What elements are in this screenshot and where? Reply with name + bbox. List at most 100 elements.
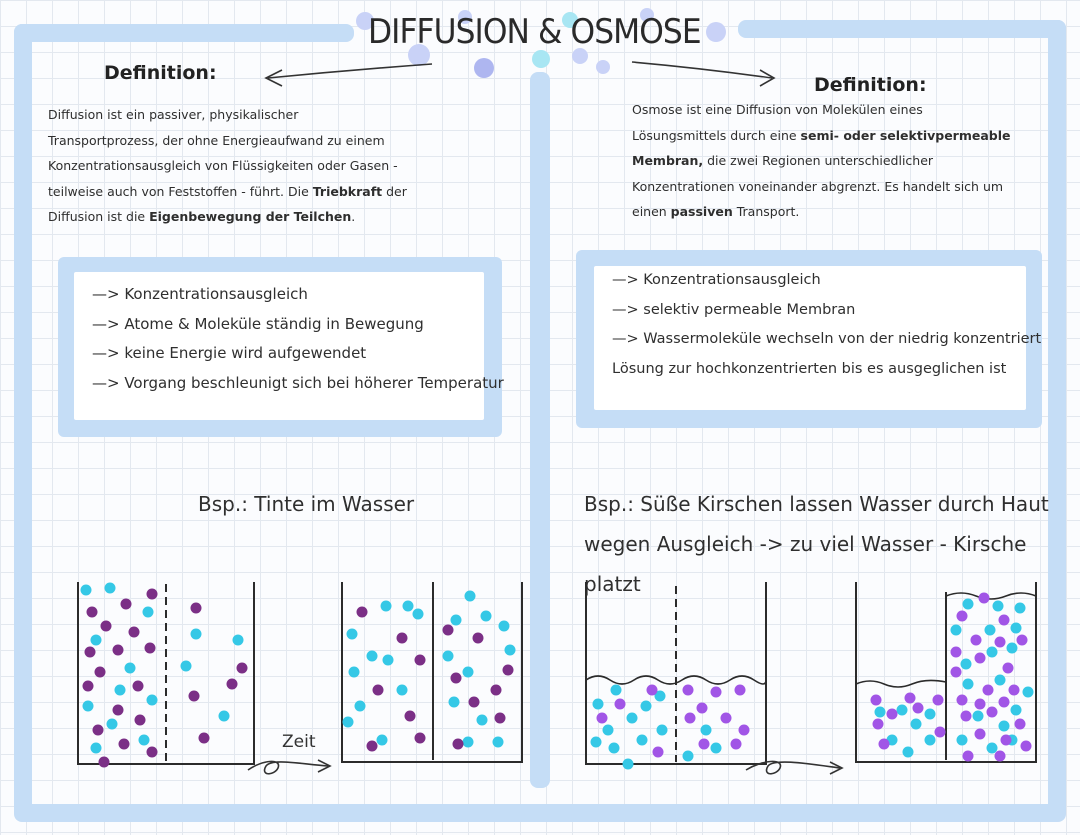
molecule-dot bbox=[932, 694, 944, 706]
text-span: der bbox=[382, 183, 407, 199]
molecule-dot bbox=[610, 684, 622, 696]
molecule-dot bbox=[986, 706, 998, 718]
molecule-dot bbox=[956, 734, 968, 746]
title-dot bbox=[562, 12, 578, 28]
molecule-dot bbox=[870, 694, 882, 706]
molecule-dot bbox=[1008, 684, 1020, 696]
text-line: Diffusion ist die Eigenbewegung der Teil… bbox=[48, 204, 488, 230]
molecule-layer bbox=[80, 582, 1034, 770]
molecule-dot bbox=[468, 696, 480, 708]
molecule-dot bbox=[480, 610, 492, 622]
molecule-dot bbox=[112, 644, 124, 656]
molecule-dot bbox=[414, 732, 426, 744]
molecule-dot bbox=[1014, 718, 1026, 730]
bullet-item: —> selektiv permeable Membran bbox=[612, 301, 856, 318]
molecule-dot bbox=[226, 678, 238, 690]
molecule-dot bbox=[682, 750, 694, 762]
title-dot bbox=[596, 60, 610, 74]
molecule-dot bbox=[490, 684, 502, 696]
molecule-dot bbox=[636, 734, 648, 746]
molecule-dot bbox=[146, 694, 158, 706]
molecule-dot bbox=[962, 750, 974, 762]
molecule-dot bbox=[998, 614, 1010, 626]
example-line: Bsp.: Süße Kirschen lassen Wasser durch … bbox=[584, 492, 1049, 516]
molecule-dot bbox=[138, 734, 150, 746]
molecule-dot bbox=[346, 628, 358, 640]
diffusion-definition-heading: Definition: bbox=[104, 62, 217, 84]
molecule-dot bbox=[970, 634, 982, 646]
molecule-dot bbox=[132, 680, 144, 692]
molecule-dot bbox=[80, 584, 92, 596]
text-line: einen passiven Transport. bbox=[632, 199, 1032, 225]
molecule-dot bbox=[476, 714, 488, 726]
molecule-dot bbox=[622, 758, 634, 770]
molecule-dot bbox=[590, 736, 602, 748]
molecule-dot bbox=[124, 662, 136, 674]
molecule-dot bbox=[608, 742, 620, 754]
molecule-dot bbox=[494, 712, 506, 724]
frame-top-right bbox=[738, 20, 1066, 38]
molecule-dot bbox=[872, 718, 884, 730]
molecule-dot bbox=[596, 712, 608, 724]
beaker-osmosis-after bbox=[855, 582, 1037, 763]
beaker-osmosis-before bbox=[585, 582, 767, 765]
molecule-dot bbox=[652, 746, 664, 758]
molecule-dot bbox=[710, 686, 722, 698]
molecule-dot bbox=[654, 690, 666, 702]
molecule-dot bbox=[874, 706, 886, 718]
molecule-dot bbox=[684, 712, 696, 724]
molecule-dot bbox=[236, 662, 248, 674]
molecule-dot bbox=[960, 658, 972, 670]
molecule-dot bbox=[502, 664, 514, 676]
frame-left bbox=[14, 24, 32, 820]
osmosis-bullets: —> Konzentrationsausgleich —> selektiv p… bbox=[612, 266, 1041, 384]
molecule-dot bbox=[366, 740, 378, 752]
molecule-dot bbox=[356, 606, 368, 618]
molecule-dot bbox=[1020, 740, 1032, 752]
molecule-dot bbox=[462, 736, 474, 748]
molecule-dot bbox=[1000, 734, 1012, 746]
molecule-dot bbox=[910, 718, 922, 730]
frame-right bbox=[1048, 20, 1066, 820]
molecule-dot bbox=[442, 650, 454, 662]
molecule-dot bbox=[402, 600, 414, 612]
molecule-dot bbox=[656, 724, 668, 736]
text-span: Transport. bbox=[732, 204, 800, 219]
molecule-dot bbox=[448, 696, 460, 708]
molecule-dot bbox=[144, 642, 156, 654]
molecule-dot bbox=[464, 590, 476, 602]
bullet-item: —> keine Energie wird aufgewendet bbox=[92, 344, 367, 362]
molecule-dot bbox=[1022, 686, 1034, 698]
text-span: teilweise auch von Feststoffen - führt. … bbox=[48, 183, 313, 199]
molecule-dot bbox=[450, 672, 462, 684]
molecule-dot bbox=[372, 684, 384, 696]
molecule-dot bbox=[734, 684, 746, 696]
time-arrow-diffusion bbox=[247, 759, 332, 775]
molecule-dot bbox=[104, 582, 116, 594]
title-dot bbox=[356, 12, 374, 30]
molecule-dot bbox=[904, 692, 916, 704]
molecule-dot bbox=[962, 598, 974, 610]
molecule-dot bbox=[626, 712, 638, 724]
molecule-dot bbox=[1010, 622, 1022, 634]
molecule-dot bbox=[994, 750, 1006, 762]
molecule-dot bbox=[188, 690, 200, 702]
text-line: Osmose ist eine Diffusion von Molekülen … bbox=[632, 102, 923, 117]
molecule-dot bbox=[354, 700, 366, 712]
molecule-dot bbox=[118, 738, 130, 750]
bullet-item: —> Wassermoleküle wechseln von der niedr… bbox=[612, 331, 1042, 347]
molecule-dot bbox=[994, 674, 1006, 686]
molecule-dot bbox=[924, 734, 936, 746]
molecule-dot bbox=[738, 724, 750, 736]
title-dot bbox=[706, 22, 726, 42]
osmosis-definition-heading: Definition: bbox=[814, 74, 927, 96]
bold-term: passiven bbox=[670, 204, 733, 219]
molecule-dot bbox=[396, 632, 408, 644]
title-dot bbox=[572, 48, 588, 64]
molecule-dot bbox=[90, 634, 102, 646]
molecule-dot bbox=[950, 666, 962, 678]
molecule-dot bbox=[956, 610, 968, 622]
molecule-dot bbox=[180, 660, 192, 672]
molecule-dot bbox=[472, 632, 484, 644]
title-dot bbox=[458, 10, 472, 24]
